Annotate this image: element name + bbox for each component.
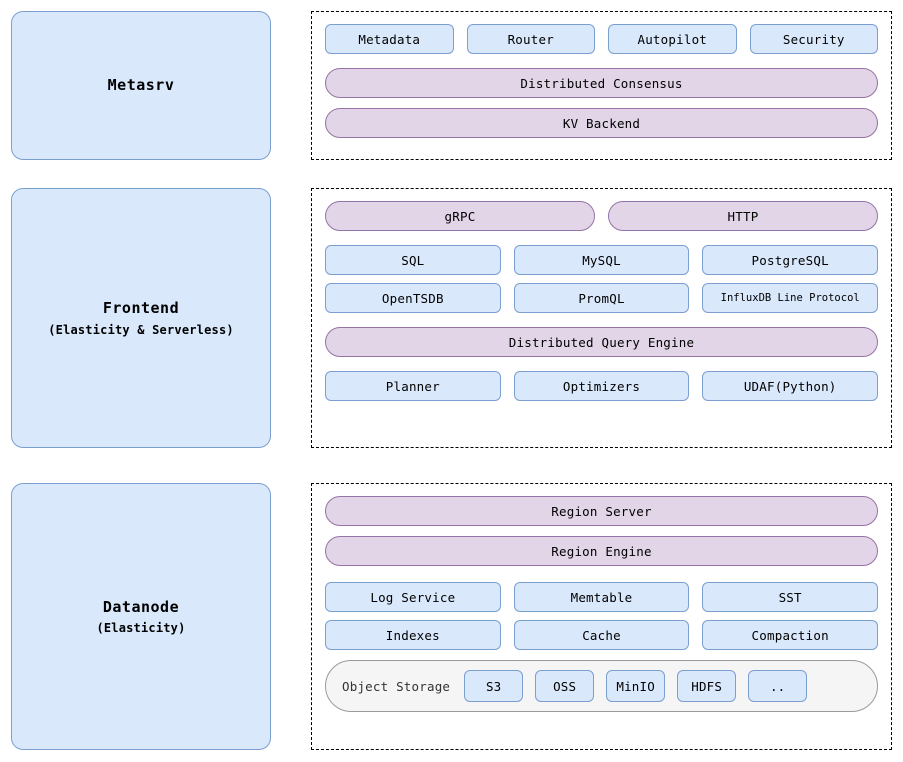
spacer (325, 231, 878, 245)
chip-mysql[interactable]: MySQL (513, 245, 690, 275)
metasrv-consensus-row: Distributed Consensus (325, 68, 878, 98)
chip-router[interactable]: Router (466, 24, 595, 54)
panel-metasrv: Metadata Router Autopilot Security Distr… (311, 11, 892, 160)
object-storage-label: Object Storage (342, 678, 451, 694)
datanode-components-row-2: Indexes Cache Compaction (325, 620, 879, 650)
node-box-datanode: Datanode (Elasticity) (11, 483, 271, 750)
frontend-engine-components-row: Planner Optimizers UDAF(Python) (325, 371, 879, 401)
frontend-protocol-row: gRPC HTTP (325, 201, 878, 231)
node-subtitle-datanode: (Elasticity) (96, 621, 186, 636)
spacer (325, 612, 878, 620)
chip-metadata[interactable]: Metadata (325, 24, 454, 54)
node-title-frontend: Frontend (102, 299, 180, 318)
node-subtitle-frontend: (Elasticity & Serverless) (48, 322, 234, 337)
node-title-metasrv: Metasrv (107, 76, 175, 95)
pill-distributed-consensus[interactable]: Distributed Consensus (325, 68, 878, 98)
metasrv-components-row: Metadata Router Autopilot Security (325, 24, 878, 54)
spacer (325, 566, 878, 582)
spacer (325, 98, 878, 108)
node-box-metasrv: Metasrv (11, 11, 271, 160)
spacer (325, 357, 878, 371)
frontend-interfaces-row-1: SQL MySQL PostgreSQL (325, 245, 879, 275)
chip-compaction[interactable]: Compaction (702, 620, 879, 650)
chip-udaf-python[interactable]: UDAF(Python) (702, 371, 879, 401)
chip-more[interactable]: .. (748, 670, 808, 702)
frontend-interfaces-row-2: OpenTSDB PromQL InfluxDB Line Protocol (325, 283, 879, 313)
spacer (325, 526, 878, 536)
chip-hdfs[interactable]: HDFS (677, 670, 737, 702)
node-box-frontend: Frontend (Elasticity & Serverless) (11, 188, 271, 448)
chip-influxdb-line-protocol[interactable]: InfluxDB Line Protocol (702, 283, 879, 313)
datanode-region-engine-row: Region Engine (325, 536, 878, 566)
chip-promql[interactable]: PromQL (513, 283, 690, 313)
spacer (325, 650, 878, 660)
frontend-query-engine-row: Distributed Query Engine (325, 327, 878, 357)
chip-s3[interactable]: S3 (464, 670, 524, 702)
chip-sql[interactable]: SQL (325, 245, 501, 275)
chip-opentsdb[interactable]: OpenTSDB (325, 283, 501, 313)
datanode-components-row-1: Log Service Memtable SST (325, 582, 879, 612)
pill-distributed-query-engine[interactable]: Distributed Query Engine (325, 327, 878, 357)
datanode-region-server-row: Region Server (325, 496, 878, 526)
chip-planner[interactable]: Planner (325, 371, 501, 401)
metasrv-kv-backend-row: KV Backend (325, 108, 878, 138)
chip-autopilot[interactable]: Autopilot (608, 24, 737, 54)
chip-minio[interactable]: MinIO (606, 670, 666, 702)
chip-sst[interactable]: SST (702, 582, 879, 612)
node-title-datanode: Datanode (102, 597, 180, 616)
spacer (325, 313, 878, 327)
panel-datanode: Region Server Region Engine Log Service … (311, 483, 892, 750)
pill-grpc[interactable]: gRPC (325, 201, 595, 231)
chip-log-service[interactable]: Log Service (325, 582, 501, 612)
object-storage-band: Object Storage S3 OSS MinIO HDFS .. (325, 660, 878, 712)
chip-oss[interactable]: OSS (535, 670, 595, 702)
pill-kv-backend[interactable]: KV Backend (325, 108, 878, 138)
spacer (325, 275, 878, 283)
chip-optimizers[interactable]: Optimizers (513, 371, 690, 401)
chip-memtable[interactable]: Memtable (513, 582, 690, 612)
chip-security[interactable]: Security (749, 24, 878, 54)
panel-frontend: gRPC HTTP SQL MySQL PostgreSQL OpenTSDB … (311, 188, 892, 448)
spacer (325, 54, 878, 68)
pill-http[interactable]: HTTP (608, 201, 878, 231)
pill-region-server[interactable]: Region Server (325, 496, 878, 526)
chip-indexes[interactable]: Indexes (325, 620, 501, 650)
pill-region-engine[interactable]: Region Engine (325, 536, 878, 566)
chip-cache[interactable]: Cache (513, 620, 690, 650)
chip-postgresql[interactable]: PostgreSQL (702, 245, 879, 275)
